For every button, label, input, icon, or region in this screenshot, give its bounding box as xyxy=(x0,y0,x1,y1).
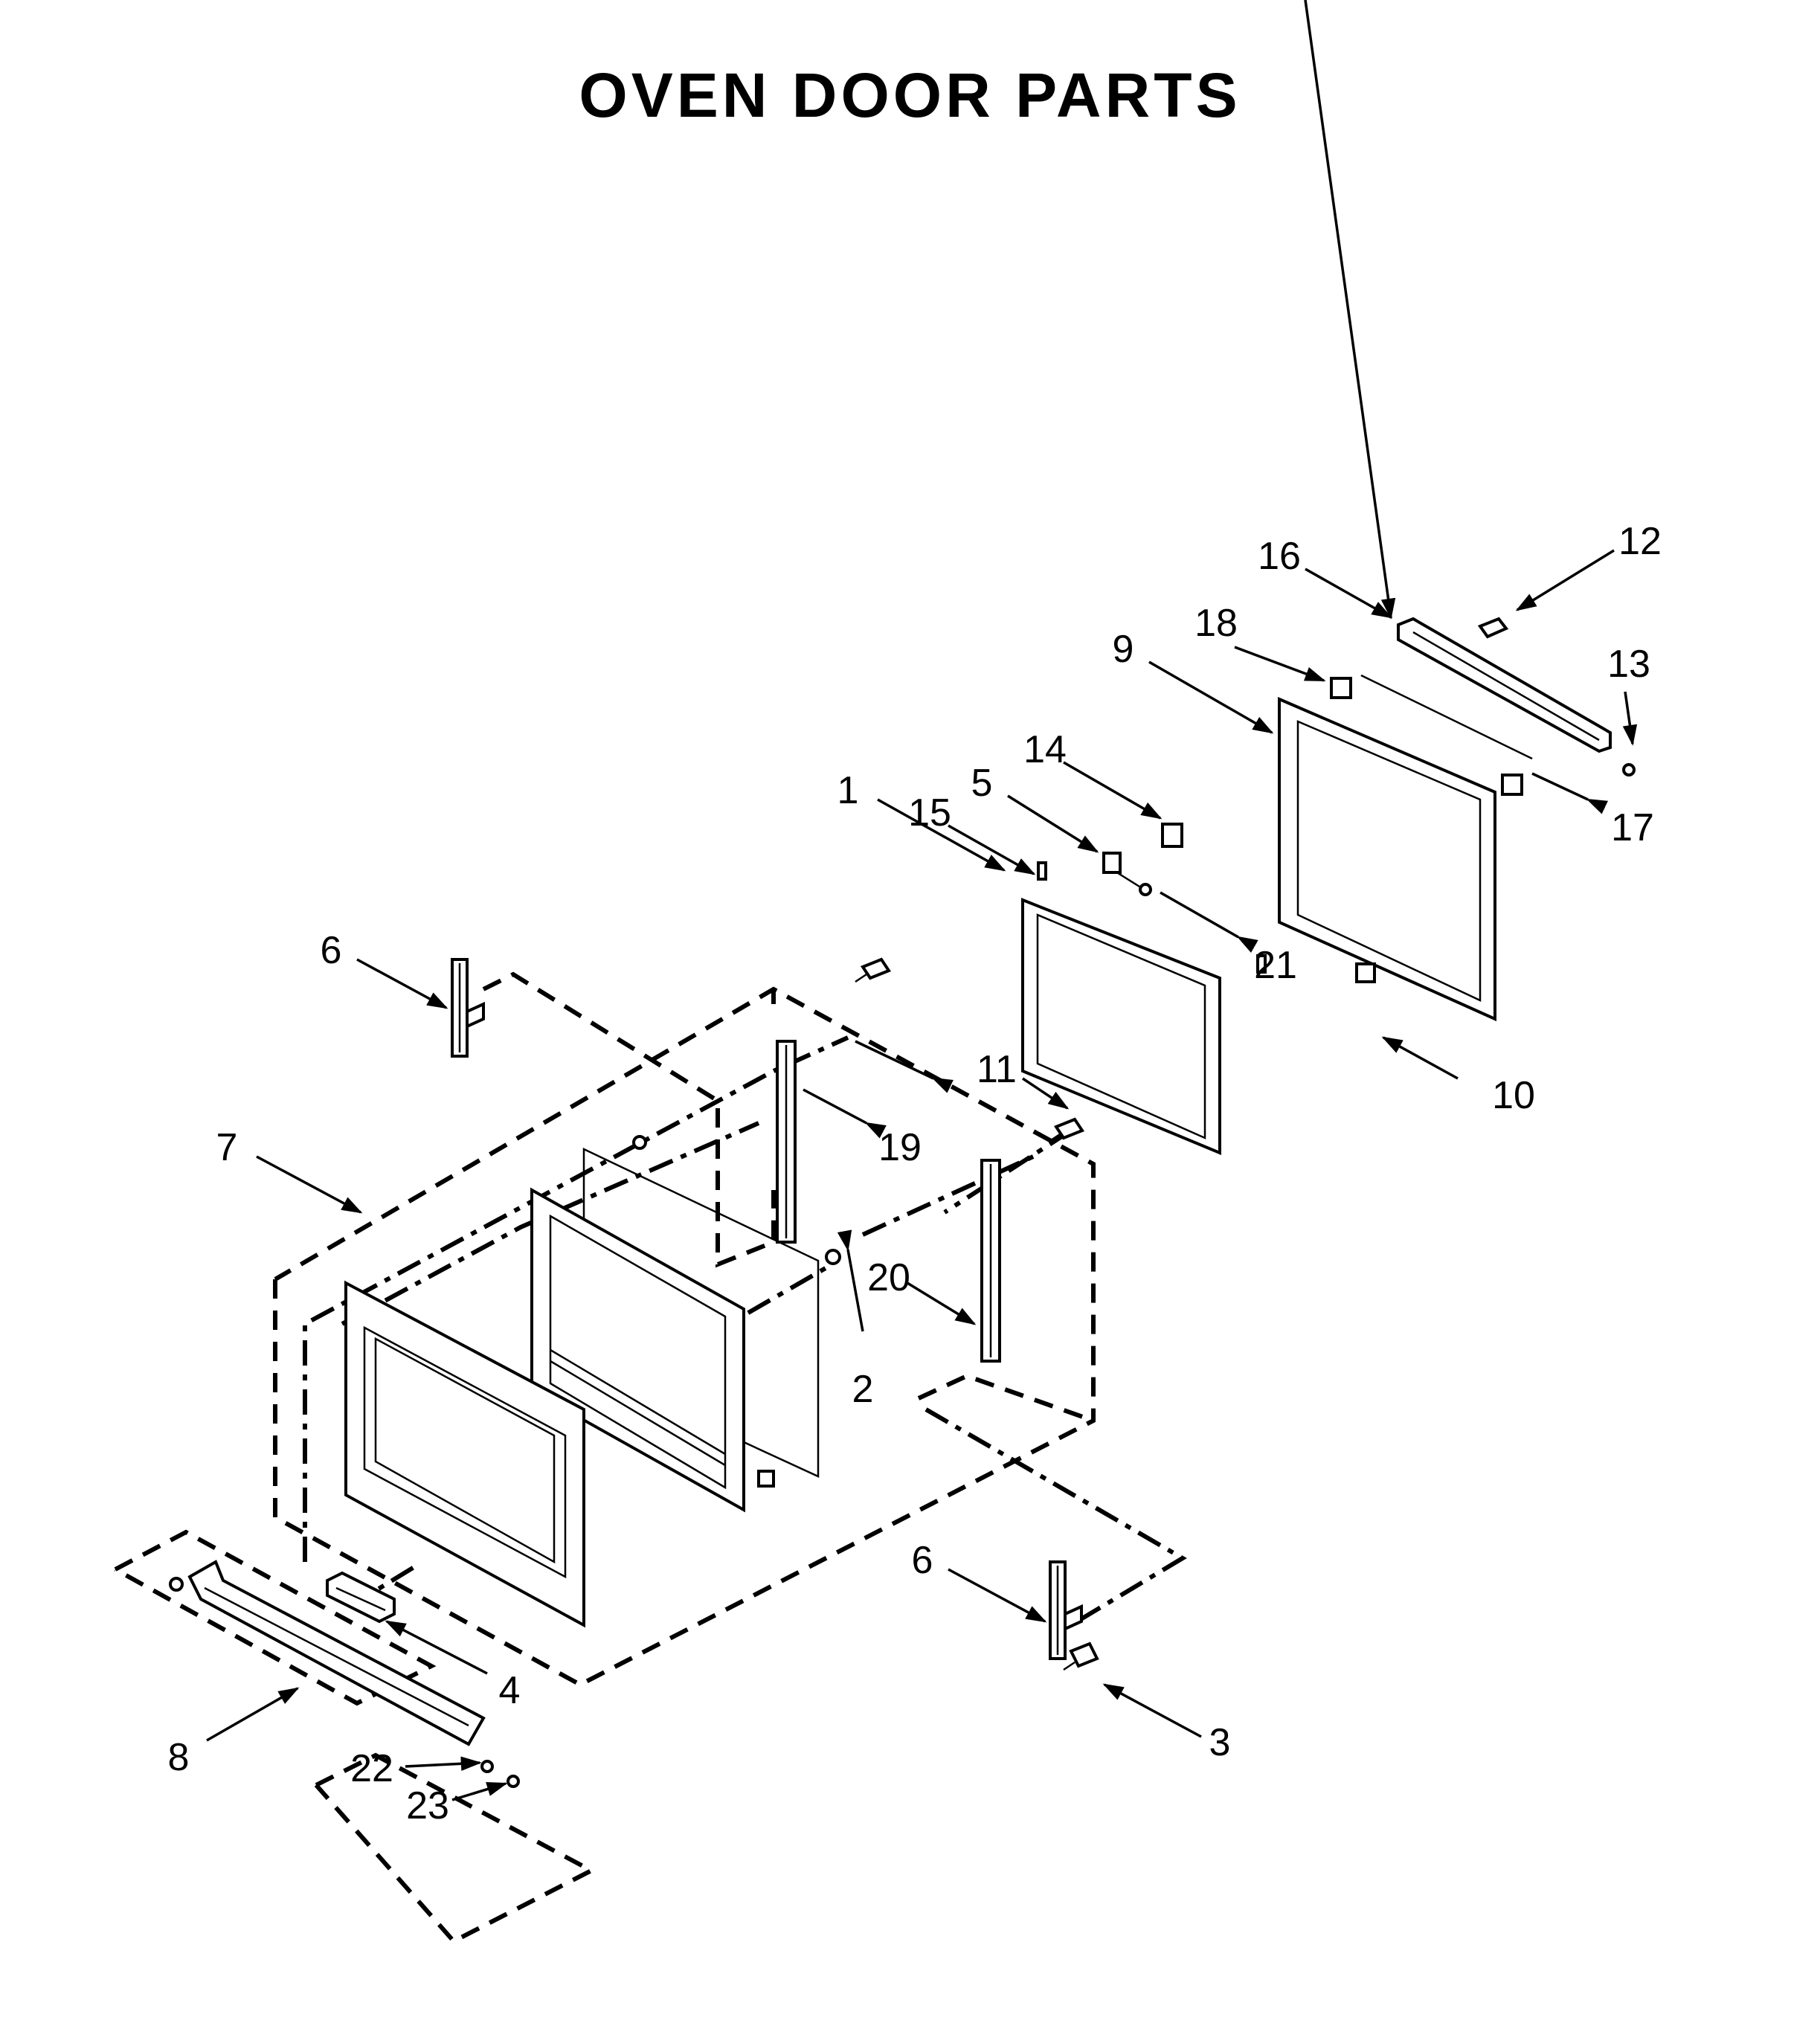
callout-3: 3 xyxy=(1209,1721,1231,1764)
callout-20: 20 xyxy=(867,1256,910,1299)
callout-19: 19 xyxy=(878,1126,922,1169)
callout-8: 8 xyxy=(168,1736,190,1779)
assembly-dashed-outlines xyxy=(114,971,1096,1944)
handle-screw xyxy=(507,1775,520,1788)
callout-1: 1 xyxy=(837,769,859,812)
callout-11: 11 xyxy=(977,1048,1017,1091)
callout-13: 13 xyxy=(1607,643,1650,686)
spacer-pad-18 xyxy=(1330,677,1352,699)
door-vent-badge xyxy=(326,1571,396,1624)
callout-16: 16 xyxy=(1258,535,1301,578)
inner-door-frame xyxy=(530,1187,745,1513)
callout-12: 12 xyxy=(1618,520,1662,563)
small-pad xyxy=(757,1470,775,1488)
outer-door-panel xyxy=(344,1280,585,1628)
callout-2: 2 xyxy=(852,1368,874,1411)
callout-6-upper: 6 xyxy=(321,929,342,972)
hinge-upper xyxy=(451,958,485,1058)
hinge-screw xyxy=(1063,1641,1099,1671)
callout-7: 7 xyxy=(216,1126,238,1169)
top-trim-bracket xyxy=(1360,617,1636,776)
washer-2 xyxy=(825,1249,841,1265)
callout-22: 22 xyxy=(350,1747,393,1790)
callout-labels: 1 2 3 4 5 6 6 7 8 9 10 11 12 13 14 15 16… xyxy=(168,520,1662,1827)
hinge-lower xyxy=(1049,1560,1083,1660)
callout-17: 17 xyxy=(1611,806,1654,849)
handle-washer xyxy=(480,1760,494,1773)
washer-upper xyxy=(632,1135,647,1150)
outer-door-glass xyxy=(1278,696,1496,1022)
callout-9: 9 xyxy=(1113,628,1134,671)
callout-6-lower: 6 xyxy=(912,1539,933,1582)
callout-5: 5 xyxy=(971,762,993,805)
diagram-title: OVEN DOOR PARTS xyxy=(579,60,1241,130)
callout-4: 4 xyxy=(499,1669,521,1712)
callout-18: 18 xyxy=(1194,602,1238,645)
callout-21: 21 xyxy=(1254,944,1297,987)
screws-11 xyxy=(855,957,1085,1143)
callout-14: 14 xyxy=(1023,728,1067,771)
door-rails xyxy=(776,1040,1001,1363)
callout-15: 15 xyxy=(908,791,951,835)
leader-arrows xyxy=(206,0,1638,1801)
inner-glass-pack xyxy=(1021,898,1221,1155)
callout-10: 10 xyxy=(1492,1074,1535,1117)
callout-23: 23 xyxy=(406,1784,449,1827)
door-handle xyxy=(169,1560,486,1746)
spacer-pad-17 xyxy=(1501,774,1523,796)
glass-clip-parts xyxy=(1037,823,1376,983)
